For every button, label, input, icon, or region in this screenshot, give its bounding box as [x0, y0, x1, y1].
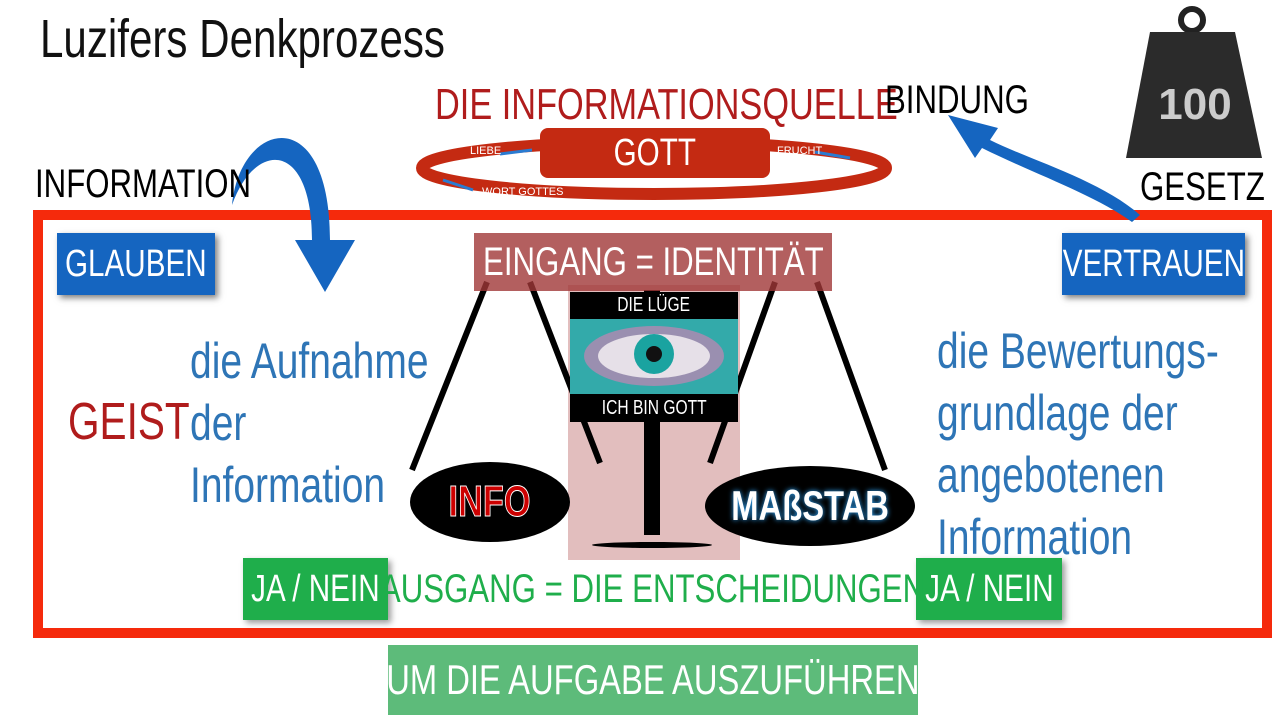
source-heading: DIE INFORMATIONSQUELLE [435, 80, 898, 129]
ausgang-label: AUSGANG = DIE ENTSCHEIDUNGEN [379, 567, 926, 611]
gesetz-label: GESETZ [1140, 165, 1265, 209]
page-title: Luzifers Denkprozess [40, 9, 446, 69]
ja-nein-right: JA / NEIN [916, 558, 1062, 620]
massstab-ellipse: MAßSTAB [705, 466, 915, 546]
vertrauen-box: VERTRAUEN [1062, 233, 1245, 295]
bindung-arrow [948, 115, 1140, 222]
balance-lines [409, 280, 888, 472]
arrow-frucht [814, 150, 851, 160]
info-ellipse: INFO [410, 462, 570, 542]
bindung-label: BINDUNG [885, 78, 1029, 122]
eingang-box: EINGANG = IDENTITÄT [474, 233, 832, 291]
ring-label-liebe: LIEBE [470, 145, 502, 157]
arrow-liebe [499, 148, 533, 156]
weight-icon [1126, 6, 1262, 158]
geist-label: GEIST [68, 393, 190, 451]
task-box: UM DIE AUFGABE AUSZUFÜHREN [386, 645, 920, 715]
information-label: INFORMATION [35, 162, 252, 206]
eye-bottom-label: ICH BIN GOTT [570, 394, 738, 422]
glauben-box: GLAUBEN [57, 233, 215, 295]
frame [33, 210, 1272, 638]
ring-label-wort: WORT GOTTES [482, 186, 564, 198]
information-arrow [232, 138, 355, 292]
arrow-wort [442, 178, 474, 192]
eye-top-label: DIE LÜGE [570, 292, 738, 319]
ring-label-frucht: FRUCHT [777, 145, 823, 157]
ja-nein-left: JA / NEIN [243, 558, 388, 620]
balance-base [592, 542, 712, 548]
god-box: GOTT [540, 128, 770, 178]
weight-value: 100 [1158, 80, 1232, 129]
